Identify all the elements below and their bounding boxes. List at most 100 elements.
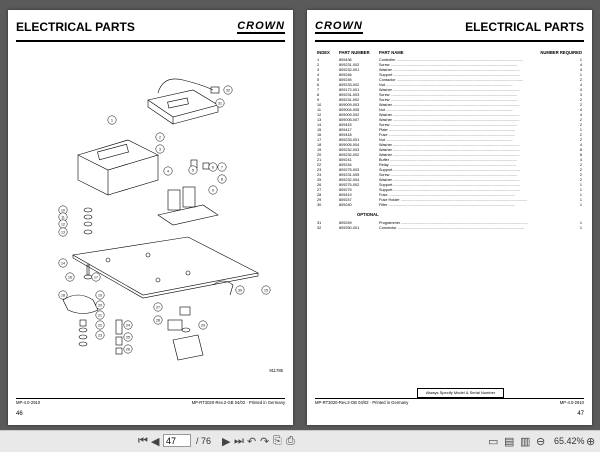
table-cell: 809009-002 [339,113,360,117]
zoom-in-icon[interactable]: ⊕ [586,436,596,448]
table-cell: Washer .................................… [379,118,520,122]
callout-18: 18 [61,294,65,298]
table-cell: 1 [579,198,582,202]
table-cell: 809247 [339,198,352,202]
col-index: INDEX [317,50,330,55]
table-cell: 24 [317,173,322,177]
table-cell: Fuse Holder ............................… [379,198,528,202]
callout-22: 22 [98,324,102,328]
prev-page-icon[interactable]: ◀ [151,436,160,448]
table-cell: 26 [317,183,322,187]
zoom-out-icon[interactable]: ⊖ [536,436,546,448]
table-cell: 18 [317,143,322,147]
table-cell: Nut ....................................… [379,83,513,87]
table-cell: 2 [579,178,582,182]
table-cell: Support ................................… [379,168,520,172]
table-cell: 14 [317,123,322,127]
paste-icon[interactable]: ⎙ [286,435,295,447]
pdf-toolbar: ⏮ ◀ 47 / 76 ▶ ⏭ ↶ ↷ ⎘ ⎙ ▭ ▤ ▥ ⊖ 65.42% ⊕ [0,430,600,452]
crown-logo: CROWN [315,20,363,34]
callout-5: 5 [192,169,194,173]
fit-page-icon[interactable]: ▭ [488,436,499,448]
table-cell: 809241 [339,158,352,162]
serial-number-note: Always Specify Model & Serial Number [417,388,504,398]
table-cell: Screw ..................................… [379,93,518,97]
table-cell: 2 [579,173,582,177]
table-cell: Washer .................................… [379,178,520,182]
callout-21: 21 [98,314,102,318]
table-cell: 809245 [339,78,352,82]
zoom-level: 65.42% [554,436,585,446]
two-page-icon[interactable]: ▥ [520,436,531,448]
table-cell: Washer .................................… [379,113,520,117]
prev-view-icon[interactable]: ↶ [247,436,257,448]
table-cell: Washer .................................… [379,103,520,107]
table-cell: 809275 [339,188,352,192]
table-cell: Filter .................................… [379,203,516,207]
table-cell: 29 [317,198,322,202]
callout-15: 15 [264,289,268,293]
table-cell: 7 [317,88,320,92]
fit-width-icon[interactable]: ▤ [504,436,515,448]
col-part-name: PART NAME [379,50,404,55]
right-footer-code: MP-4.0-2910 [559,400,584,405]
table-cell: Washer .................................… [379,68,520,72]
table-cell: Relay ..................................… [379,163,517,167]
table-cell: Screw ..................................… [379,63,518,67]
table-cell: 809004-005 [339,108,360,112]
table-cell: 3 [579,93,582,97]
right-page: CROWN ELECTRICAL PARTS INDEX PART NUMBER… [307,10,592,425]
table-cell: 809231-002 [339,98,360,102]
figure-id: 911786 [269,368,283,373]
first-page-icon[interactable]: ⏮ [138,435,148,447]
right-page-title: ELECTRICAL PARTS [465,20,584,34]
right-page-header: CROWN ELECTRICAL PARTS [315,18,584,42]
table-cell: Nut ....................................… [379,108,513,112]
table-cell: Washer .................................… [379,88,520,92]
next-view-icon[interactable]: ↷ [260,436,270,448]
table-cell: 809232-003 [339,148,360,152]
table-cell: 28 [317,193,322,197]
table-cell: 1 [579,128,582,132]
table-cell: 15 [317,128,322,132]
crown-logo: CROWN [237,20,285,34]
callout-13: 13 [61,231,65,235]
callout-19: 19 [98,294,102,298]
table-cell: Washer .................................… [379,153,520,157]
callout-32: 32 [226,89,230,93]
col-part-number: PART NUMBER [339,50,370,55]
page-number-input[interactable]: 47 [163,434,191,447]
table-cell: 809240 [339,203,352,207]
copy-icon[interactable]: ⎘ [273,435,282,447]
callout-20: 20 [98,304,102,308]
next-page-icon[interactable]: ▶ [222,436,231,448]
table-cell: 1 [579,221,582,225]
callout-23: 23 [98,334,102,338]
callout-26: 26 [126,348,130,352]
table-cell: Support ................................… [379,183,520,187]
table-cell: 1 [579,188,582,192]
table-row: 29 809247 Fuse Holder ....................… [317,198,582,203]
parts-table-header: INDEX PART NUMBER PART NAME NUMBER REQUI… [317,50,582,58]
table-cell: 6 [317,83,320,87]
callout-8: 8 [221,178,223,182]
last-page-icon[interactable]: ⏭ [234,435,244,447]
table-cell: Plate ..................................… [379,128,516,132]
callout-2: 2 [159,136,161,140]
table-cell: 9 [317,98,320,102]
table-cell: 1 [579,193,582,197]
